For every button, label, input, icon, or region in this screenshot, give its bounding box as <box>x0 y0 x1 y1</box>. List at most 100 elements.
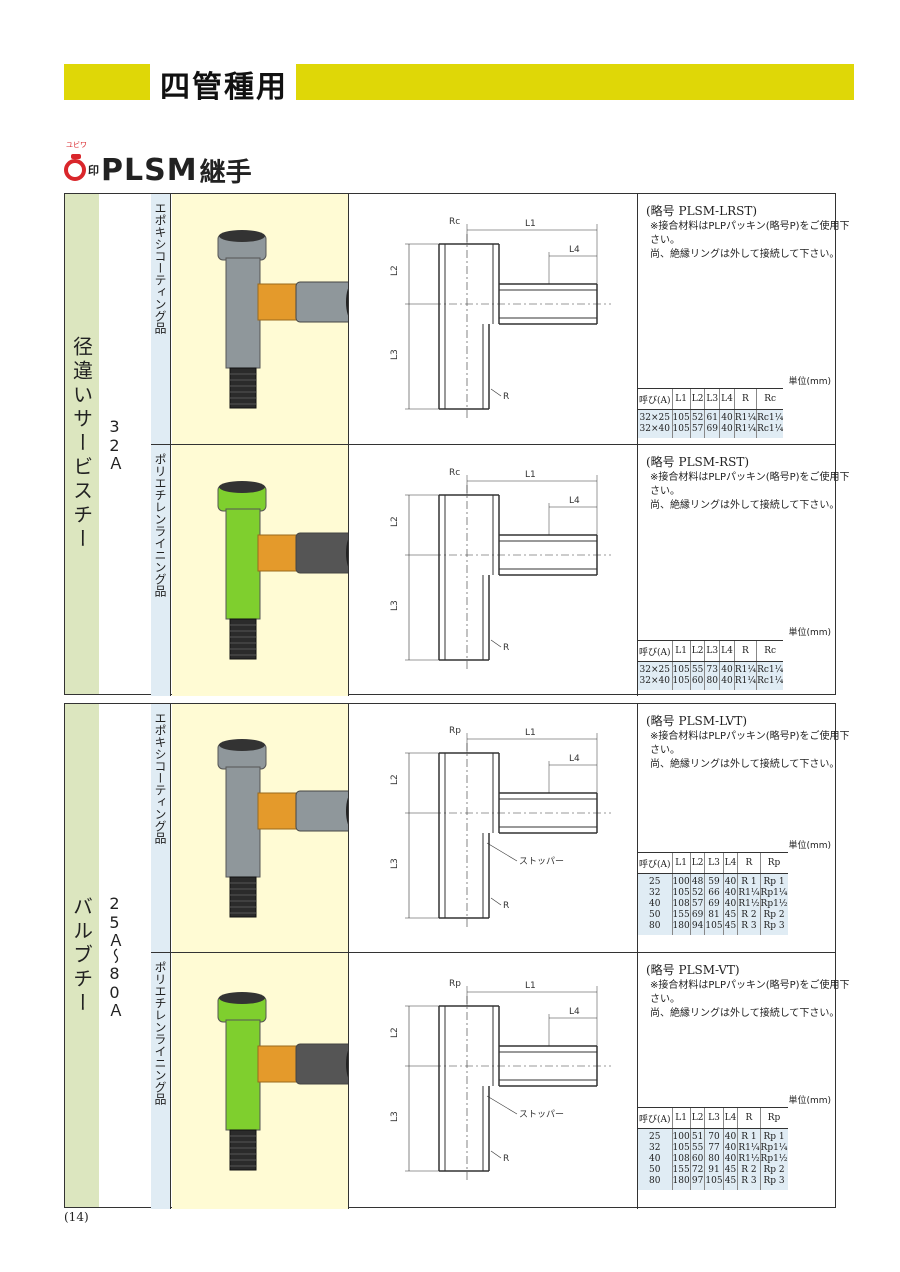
dim-l4-label: L4 <box>569 1007 580 1017</box>
spec-cell: 70 <box>704 1128 724 1143</box>
spec-cell: Rc1¼ <box>756 661 784 676</box>
spec-header-cell: L1 <box>671 852 691 874</box>
spec-cell: 97 <box>689 1176 705 1190</box>
spec-cell: R1¼ <box>733 409 757 424</box>
spec-cell: 69 <box>704 424 720 438</box>
brand-suffix: 継手 <box>199 157 252 188</box>
spec-cell: R 1 <box>737 1128 761 1143</box>
spec-cell: Rp1¼ <box>759 888 788 899</box>
spec-cell: 55 <box>689 661 705 676</box>
fitting-body <box>225 1019 261 1131</box>
spec-header-cell: 呼び(A) <box>638 640 673 662</box>
spec-header-cell: L4 <box>722 852 738 874</box>
spec-cell: 50 <box>638 910 673 921</box>
spec-cell: 55 <box>689 1143 705 1154</box>
spec-cell: 40 <box>722 1128 738 1143</box>
fitting-thread <box>229 367 257 409</box>
spec-cell: Rp 1 <box>759 1128 788 1143</box>
leader-r <box>490 388 502 397</box>
spec-cell: 81 <box>704 910 724 921</box>
spec-cell: 51 <box>689 1128 705 1143</box>
spec-cell: 52 <box>689 888 705 899</box>
product-photo <box>172 194 358 444</box>
spec-cell: 73 <box>704 661 720 676</box>
spec-header-cell: L2 <box>689 388 705 410</box>
coating-cell: エポキシコーティング品 <box>151 704 171 952</box>
fitting-label-band <box>257 283 299 321</box>
spec-cell: Rp1¼ <box>759 1143 788 1154</box>
note-line: ※接合材料はPLPパッキン(略号P)をご使用下さい。 <box>650 221 850 246</box>
leader-r <box>490 1150 502 1159</box>
fitting-thread <box>229 618 257 660</box>
size-cell: 32Ａ <box>99 194 130 694</box>
note-line: 尚、絶縁リングは外して接続して下さい。 <box>650 1008 840 1019</box>
spec-cell: R1½ <box>737 899 761 910</box>
spec-cell: 105 <box>671 1143 691 1154</box>
spec-header-cell: L2 <box>689 852 705 874</box>
spec-cell: 57 <box>689 899 705 910</box>
spec-cell: 80 <box>638 921 673 935</box>
spec-panel: (略号 PLSM-LVT) ※接合材料はPLPパッキン(略号P)をご使用下さい。… <box>638 704 850 952</box>
brand-mark: 印 <box>88 164 99 177</box>
spec-header-cell: Rc <box>756 388 784 410</box>
section-label: バルブチー <box>69 895 94 1016</box>
spec-cell: 105 <box>704 921 724 935</box>
fitting-thread <box>229 1129 257 1171</box>
fitting-body <box>225 508 261 620</box>
coating-cell: エポキシコーティング品 <box>151 194 171 444</box>
thread-r-label: R <box>503 392 509 402</box>
spec-cell: 25 <box>638 1128 673 1143</box>
spec-cell: 50 <box>638 1165 673 1176</box>
spec-header-cell: L1 <box>671 1107 691 1129</box>
spec-cell: 105 <box>671 661 691 676</box>
spec-header-cell: R <box>737 852 761 874</box>
unit-label: 単位(mm) <box>788 1096 831 1106</box>
coating-label: エポキシコーティング品 <box>153 202 167 334</box>
spec-cell: R1¼ <box>733 661 757 676</box>
fitting-body <box>225 766 261 878</box>
fitting-bore <box>219 230 265 242</box>
fitting-bore <box>219 992 265 1004</box>
spec-cell: 105 <box>671 888 691 899</box>
dim-l2-label: L2 <box>390 774 400 785</box>
thread-label: Rp <box>449 979 461 989</box>
spec-header-cell: Rc <box>756 640 784 662</box>
spec-cell: 61 <box>704 409 720 424</box>
spec-cell: R 3 <box>737 1176 761 1190</box>
note-line: 尚、絶縁リングは外して接続して下さい。 <box>650 759 840 770</box>
spec-cell: 60 <box>689 1154 705 1165</box>
spec-cell: 32×25 <box>638 661 673 676</box>
dim-l1-label: L1 <box>525 470 536 480</box>
usage-note: ※接合材料はPLPパッキン(略号P)をご使用下さい。尚、絶縁リングは外して接続し… <box>650 730 858 772</box>
coating-label: エポキシコーティング品 <box>153 712 167 844</box>
spec-cell: R1¼ <box>733 676 757 690</box>
fitting-label-band <box>257 792 299 830</box>
fitting-photo-icon <box>217 481 358 660</box>
unit-label: 単位(mm) <box>788 841 831 851</box>
fitting-photo-icon <box>217 739 358 918</box>
fitting-label-band <box>257 1045 299 1083</box>
spec-header-cell: L3 <box>704 852 724 874</box>
product-photo <box>172 953 358 1209</box>
spec-cell: 45 <box>722 1165 738 1176</box>
thread-label: Rc <box>449 468 460 478</box>
spec-header-cell: L4 <box>722 1107 738 1129</box>
unit-label: 単位(mm) <box>788 628 831 638</box>
leader-stopper <box>486 1095 518 1115</box>
thread-r-label: R <box>503 1154 509 1164</box>
fitting-body <box>225 257 261 369</box>
spec-cell: R1¼ <box>733 424 757 438</box>
spec-header-cell: R <box>737 1107 761 1129</box>
dim-l3-label: L3 <box>390 349 400 360</box>
spec-header-cell: 呼び(A) <box>638 388 673 410</box>
spec-cell: 69 <box>689 910 705 921</box>
spec-cell: Rc1¼ <box>756 409 784 424</box>
spec-cell: Rp 3 <box>759 1176 788 1190</box>
